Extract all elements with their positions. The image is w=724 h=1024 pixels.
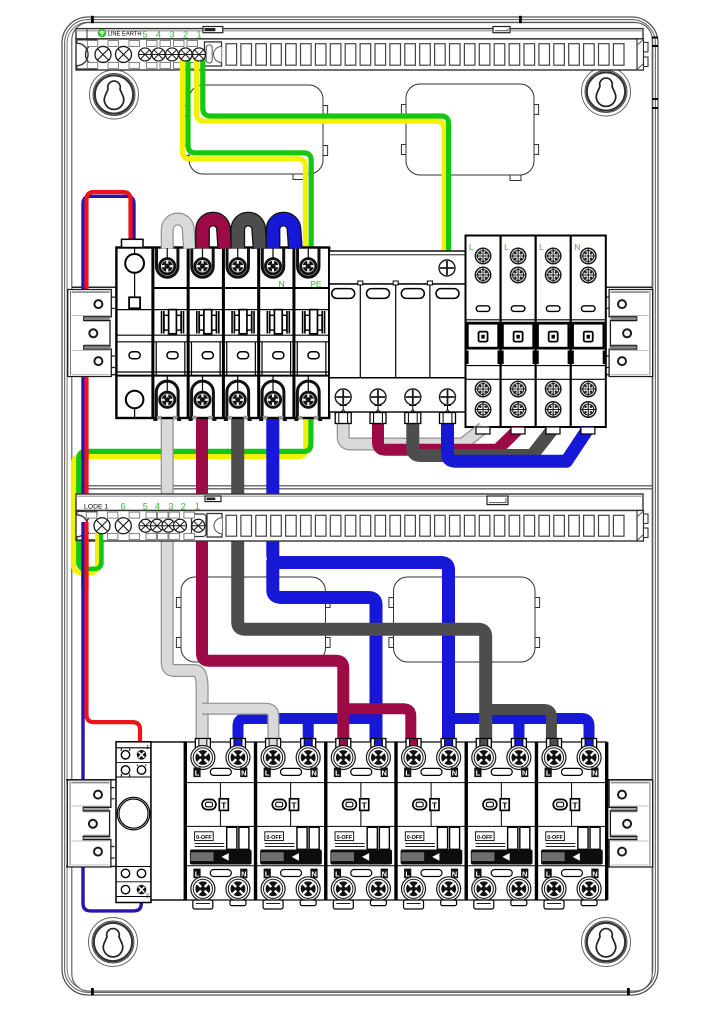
- svg-text:L: L: [504, 242, 509, 252]
- svg-text:PE: PE: [310, 279, 322, 289]
- svg-text:N: N: [592, 768, 597, 777]
- svg-text:2: 2: [146, 894, 149, 900]
- svg-text:T: T: [362, 800, 368, 810]
- svg-text:T: T: [291, 800, 297, 810]
- svg-text:L: L: [265, 870, 270, 879]
- svg-text:T: T: [572, 800, 578, 810]
- svg-text:N: N: [382, 870, 387, 879]
- svg-text:5: 5: [143, 502, 148, 512]
- svg-text:L: L: [476, 870, 481, 879]
- svg-text:N: N: [382, 768, 387, 777]
- svg-text:N: N: [241, 870, 246, 879]
- svg-text:1: 1: [196, 29, 201, 39]
- svg-text:5: 5: [142, 29, 147, 39]
- svg-text:N: N: [452, 768, 457, 777]
- svg-text:L: L: [195, 768, 200, 777]
- svg-text:L: L: [405, 768, 410, 777]
- svg-text:0-OFF: 0-OFF: [266, 835, 282, 841]
- svg-text:T: T: [502, 800, 508, 810]
- svg-text:N: N: [279, 279, 285, 289]
- svg-text:0-OFF: 0-OFF: [477, 835, 493, 841]
- svg-text:N: N: [522, 768, 527, 777]
- svg-text:L: L: [335, 768, 340, 777]
- svg-text:N: N: [311, 870, 316, 879]
- svg-text:3: 3: [168, 502, 173, 512]
- svg-text:N: N: [574, 242, 580, 252]
- svg-text:0-OFF: 0-OFF: [407, 835, 423, 841]
- svg-text:4: 4: [155, 502, 160, 512]
- svg-text:LINE EARTH: LINE EARTH: [108, 31, 142, 38]
- svg-text:L: L: [476, 768, 481, 777]
- svg-text:L: L: [546, 870, 551, 879]
- svg-text:LODE 1: LODE 1: [84, 504, 108, 511]
- svg-text:N: N: [592, 870, 597, 879]
- svg-text:N: N: [452, 870, 457, 879]
- svg-text:1: 1: [146, 745, 149, 751]
- svg-text:6: 6: [120, 502, 125, 512]
- svg-text:N: N: [311, 768, 316, 777]
- svg-text:L: L: [539, 242, 544, 252]
- svg-text:0-OFF: 0-OFF: [337, 835, 353, 841]
- svg-text:N: N: [522, 870, 527, 879]
- svg-text:L: L: [195, 870, 200, 879]
- svg-text:N: N: [241, 768, 246, 777]
- svg-text:2: 2: [183, 29, 188, 39]
- svg-text:L: L: [546, 768, 551, 777]
- svg-text:L: L: [405, 870, 410, 879]
- svg-text:3: 3: [169, 29, 174, 39]
- svg-text:T: T: [221, 800, 227, 810]
- svg-text:T: T: [432, 800, 438, 810]
- svg-text:0-OFF: 0-OFF: [547, 835, 563, 841]
- svg-text:1: 1: [195, 502, 200, 512]
- svg-text:L: L: [469, 242, 474, 252]
- svg-text:2: 2: [181, 502, 186, 512]
- svg-text:0-OFF: 0-OFF: [196, 835, 212, 841]
- svg-text:4: 4: [156, 29, 161, 39]
- svg-text:L: L: [335, 870, 340, 879]
- svg-text:L: L: [265, 768, 270, 777]
